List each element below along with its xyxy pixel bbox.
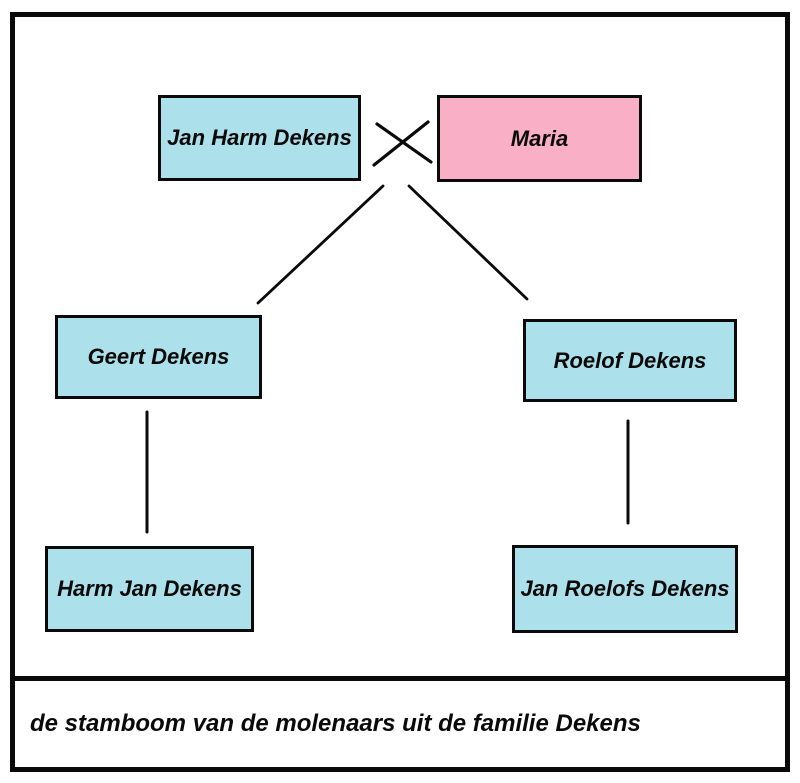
diagram-frame xyxy=(10,12,790,772)
node-label: Geert Dekens xyxy=(87,344,230,369)
node-jan-harm-dekens: Jan Harm Dekens xyxy=(158,95,361,181)
node-label: Jan Roelofs Dekens xyxy=(520,576,730,601)
node-label: Jan Harm Dekens xyxy=(167,125,352,150)
caption-text: de stamboom van de molenaars uit de fami… xyxy=(30,710,641,737)
node-label: Roelof Dekens xyxy=(553,347,707,373)
node-label: Harm Jan Dekens xyxy=(57,576,242,601)
node-label: Maria xyxy=(510,125,569,151)
node-maria: Maria xyxy=(437,95,642,182)
node-jan-roelofs-dekens: Jan Roelofs Dekens xyxy=(512,545,738,633)
node-roelof-dekens: Roelof Dekens xyxy=(523,319,737,402)
node-harm-jan-dekens: Harm Jan Dekens xyxy=(45,546,254,632)
caption-divider xyxy=(10,676,790,681)
caption-bar: de stamboom van de molenaars uit de fami… xyxy=(15,681,785,767)
node-geert-dekens: Geert Dekens xyxy=(55,315,262,399)
